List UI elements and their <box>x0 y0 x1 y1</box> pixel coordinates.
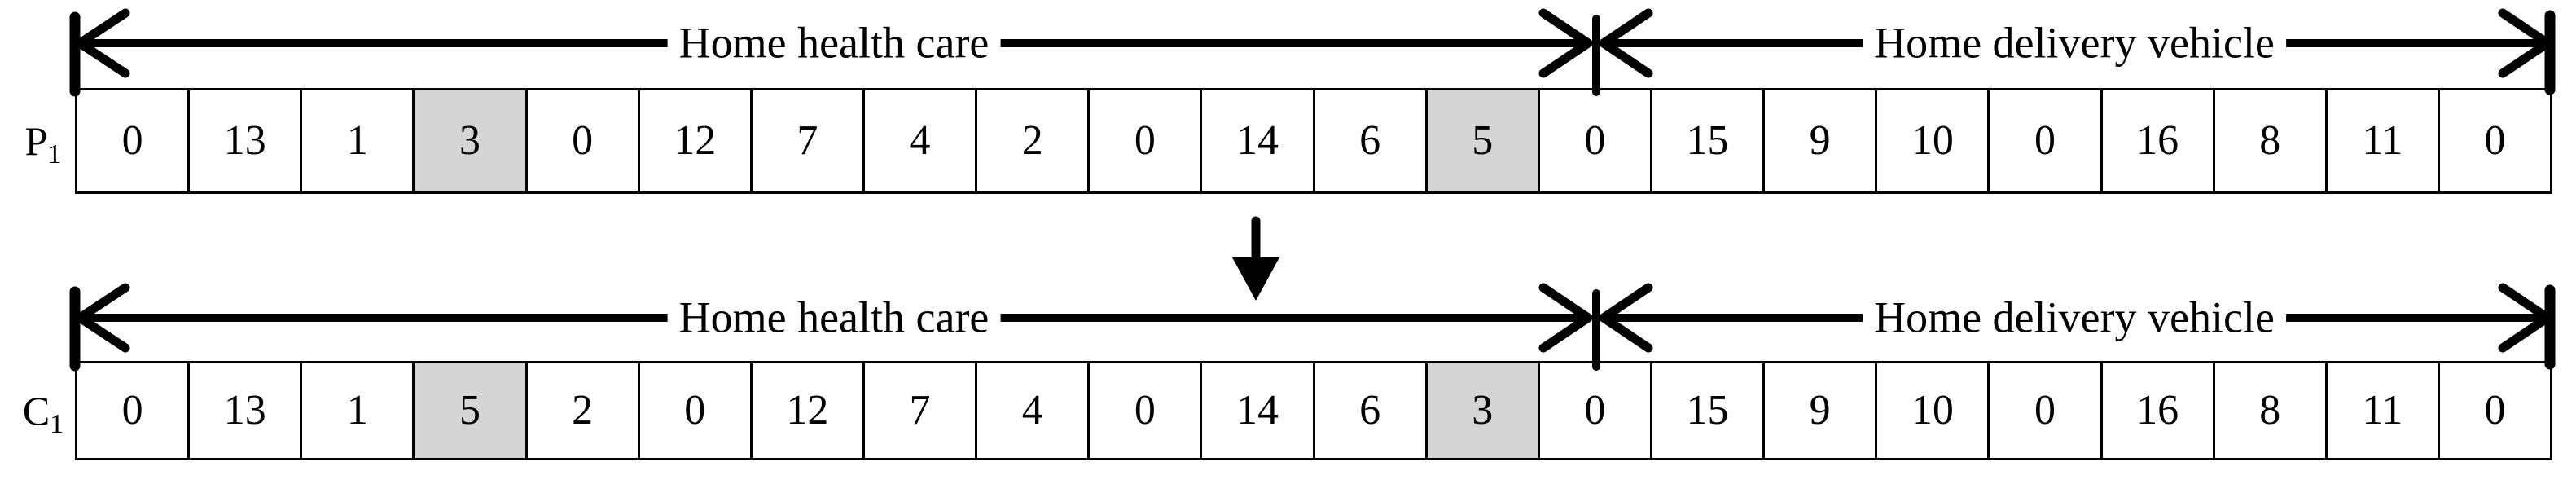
gene-cell: 11 <box>2324 361 2440 460</box>
c1-section-label-home-delivery-vehicle: Home delivery vehicle <box>1863 293 2286 343</box>
gene-cell: 16 <box>2100 88 2215 194</box>
gene-cell-highlighted: 3 <box>1424 361 1540 460</box>
gene-cell: 16 <box>2100 361 2215 460</box>
row-label-c1-base: C <box>22 388 50 433</box>
gene-cell: 6 <box>1312 88 1428 194</box>
gene-cell: 0 <box>637 361 753 460</box>
gene-cell: 7 <box>862 361 978 460</box>
row-label-p1-base: P <box>24 118 48 164</box>
gene-cell: 0 <box>2437 88 2553 194</box>
p1-section-label-home-delivery-vehicle: Home delivery vehicle <box>1863 18 2286 68</box>
gene-cell: 7 <box>749 88 865 194</box>
gene-cell: 0 <box>1087 88 1203 194</box>
gene-cell: 12 <box>637 88 753 194</box>
row-label-c1-subscript: 1 <box>50 409 64 440</box>
gene-cell-highlighted: 3 <box>412 88 528 194</box>
gene-cell: 0 <box>1537 88 1652 194</box>
gene-cell: 12 <box>749 361 865 460</box>
gene-cell: 2 <box>975 88 1091 194</box>
gene-cell: 10 <box>1875 361 1990 460</box>
gene-cell: 4 <box>862 88 978 194</box>
gene-cell: 0 <box>524 88 640 194</box>
gene-cell: 0 <box>75 361 191 460</box>
gene-cell-highlighted: 5 <box>412 361 528 460</box>
gene-cell: 15 <box>1649 361 1766 460</box>
c1-section-label-home-health-care: Home health care <box>667 293 1001 343</box>
gene-cell: 9 <box>1762 361 1878 460</box>
gene-cell: 4 <box>975 361 1091 460</box>
gene-cell: 0 <box>1987 361 2103 460</box>
gene-cell: 1 <box>300 361 415 460</box>
gene-cell: 8 <box>2212 88 2328 194</box>
gene-cell: 11 <box>2324 88 2440 194</box>
gene-cell: 9 <box>1762 88 1878 194</box>
gene-cell: 10 <box>1875 88 1990 194</box>
gene-cell: 14 <box>1200 88 1315 194</box>
gene-cell: 0 <box>1537 361 1652 460</box>
arrowhead-right-icon <box>1538 8 1593 78</box>
gene-cell: 0 <box>75 88 191 194</box>
row-label-p1: P1 <box>24 118 62 169</box>
gene-cell: 14 <box>1200 361 1315 460</box>
gene-cell: 0 <box>1087 361 1203 460</box>
gene-cell: 13 <box>187 361 303 460</box>
arrowhead-right-icon <box>1538 283 1593 353</box>
arrowhead-right-icon <box>2498 283 2552 353</box>
arrowhead-left-icon <box>75 283 130 353</box>
row-label-p1-subscript: 1 <box>47 139 62 170</box>
arrowhead-right-icon <box>2498 8 2552 78</box>
arrowhead-left-icon <box>75 8 130 78</box>
gene-cell: 8 <box>2212 361 2328 460</box>
gene-cell: 0 <box>1987 88 2103 194</box>
gene-cell: 15 <box>1649 88 1766 194</box>
gene-cell: 2 <box>524 361 640 460</box>
arrowhead-left-icon <box>1599 8 1653 78</box>
arrowhead-left-icon <box>1599 283 1653 353</box>
down-arrow-icon <box>1232 216 1279 301</box>
gene-cell: 0 <box>2437 361 2553 460</box>
gene-cell-highlighted: 5 <box>1424 88 1540 194</box>
gene-cell: 13 <box>187 88 303 194</box>
gene-cell: 1 <box>300 88 415 194</box>
gene-cell: 6 <box>1312 361 1428 460</box>
p1-section-label-home-health-care: Home health care <box>667 18 1001 68</box>
row-label-c1: C1 <box>22 388 64 438</box>
